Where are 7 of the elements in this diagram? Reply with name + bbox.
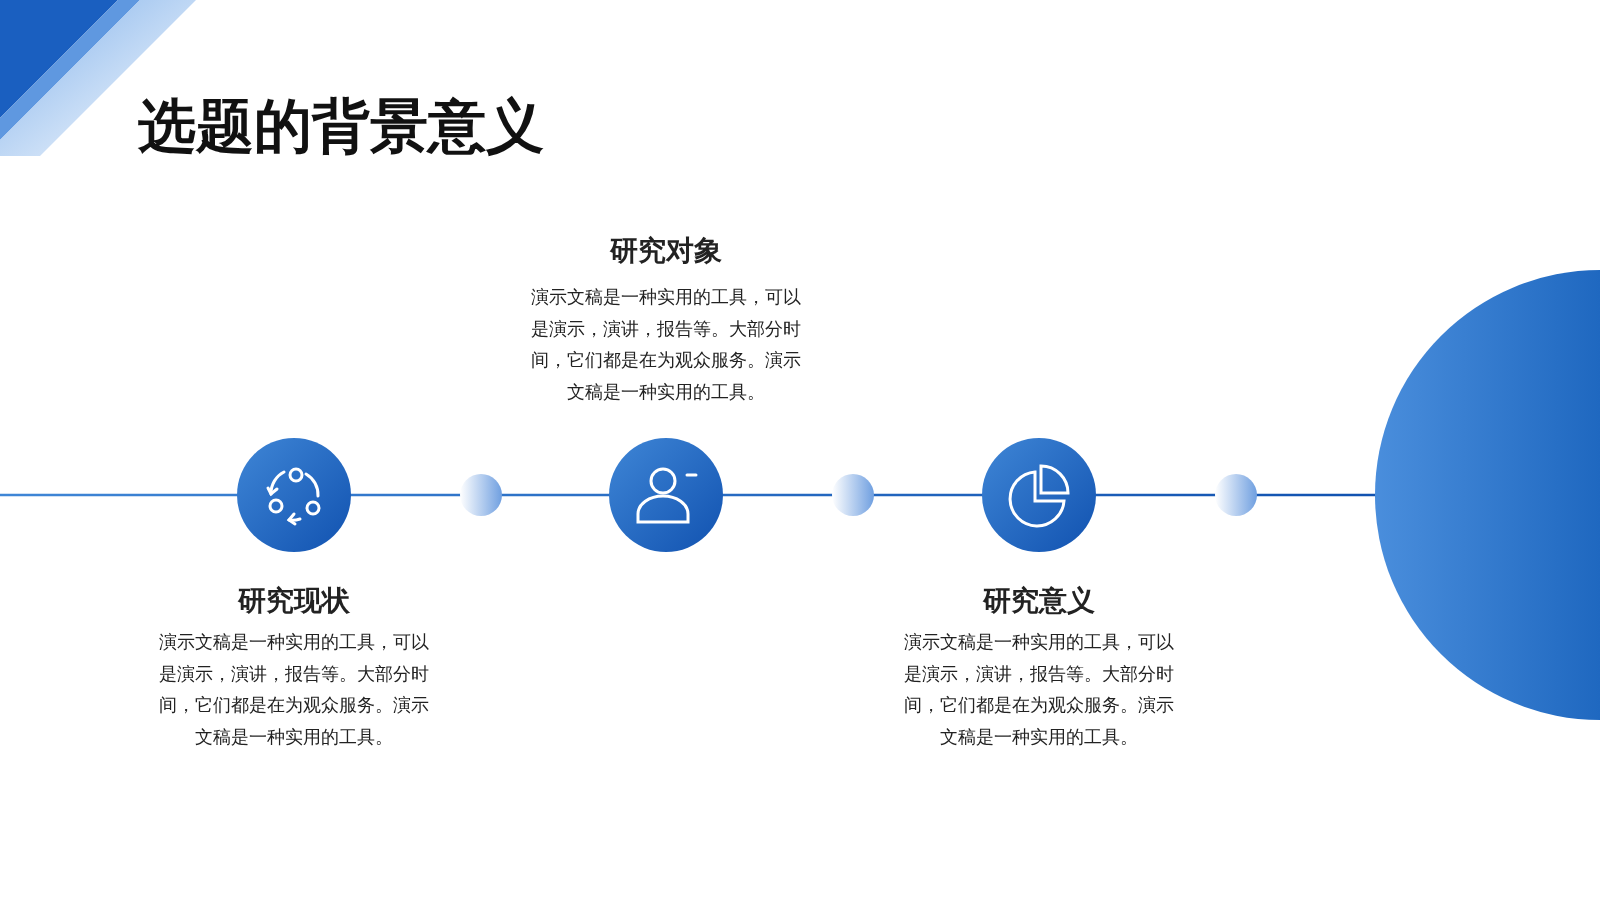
section-heading: 研究现状 <box>238 583 350 619</box>
slide-title: 选题的背景意义 <box>138 91 544 162</box>
section-text: 演示文稿是一种实用的工具，可以是演示，演讲，报告等。大部分时间，它们都是在为观众服务。演示文稿是一种实用的工具。 <box>530 286 802 404</box>
section-heading: 研究对象 <box>610 233 722 269</box>
section-text: 演示文稿是一种实用的工具，可以是演示，演讲，报告等。大部分时间，它们都是在为观众服务。演示文稿是一种实用的工具。 <box>158 631 430 749</box>
section-heading: 研究意义 <box>983 583 1095 619</box>
section-text: 演示文稿是一种实用的工具，可以是演示，演讲，报告等。大部分时间，它们都是在为观众服务。演示文稿是一种实用的工具。 <box>903 631 1175 749</box>
